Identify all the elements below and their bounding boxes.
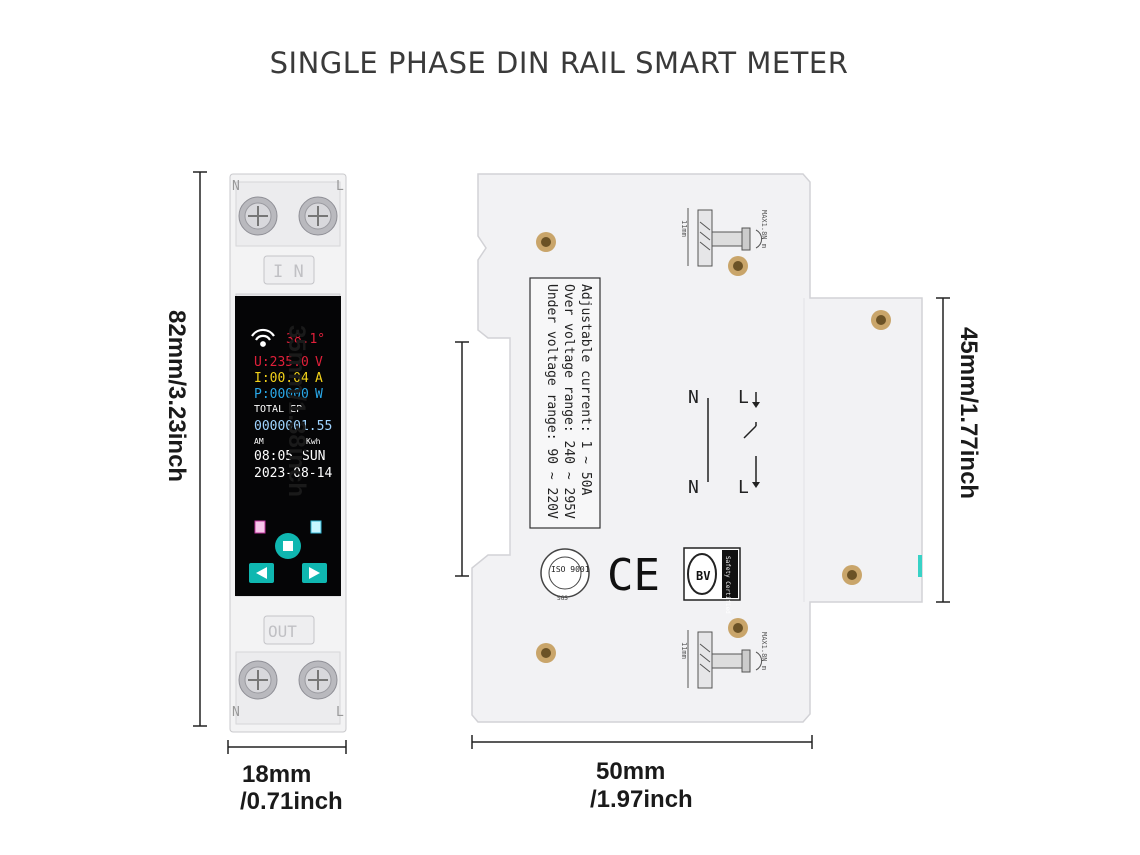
spec-line-1: Adjustable current: 1 ~ 50A [578,284,593,495]
brass-screw-1 [536,232,556,252]
schematic-n-top: N [688,387,699,408]
circuit-schematic: N L N L [688,387,760,498]
current-unit: A [315,371,323,386]
left-arrow-button [249,563,274,583]
terminal-screw-top-left [238,196,278,236]
time-readout: 08:05 [254,449,293,464]
iso-text: ISO 9001 [551,565,590,574]
terminal-n-bottom-label: N [232,705,240,720]
brass-screw-2 [728,256,748,276]
right-arrow-button [302,563,327,583]
brass-screw-6 [536,643,556,663]
side-right-dimension-label: 45mm/1.77inch [955,327,982,500]
wifi-icon [251,328,275,347]
terminal-l-bottom-label: L [336,705,344,720]
voltage-unit: V [315,355,323,370]
spec-text: Adjustable current: 1 ~ 50A Over voltage… [544,284,593,519]
brass-screw-5 [728,618,748,638]
spec-line-3: Under voltage range: 90 ~ 220V [544,284,559,519]
energy-readout: 0000001.55 [254,419,332,434]
meter-front-view: N L I N 38.1° U:235.0 V I:00.04 A P:0000… [193,171,347,733]
out-label: OUT [268,622,297,641]
side-left-dimension-label: 35mm/1.38inch [283,325,310,498]
power-readout: P:00000 [254,387,309,402]
terminal-l-top-label: L [336,179,344,194]
meter-side-view: 11mm MAX1.8N m 11mm MAX1.8N m Adjustable… [455,173,950,723]
side-width-mm-label: 50mm [596,758,666,785]
am-label: AM [254,437,264,446]
terminal-n-top-label: N [232,179,240,194]
height-dimension-label: 82mm/3.23inch [163,310,190,483]
schematic-l-bottom: L [738,477,749,498]
terminal-screw-bottom-right [298,660,338,700]
led-indicator-left [254,520,266,534]
bv-text: BV [696,569,710,583]
schematic-n-bottom: N [688,477,699,498]
front-width-mm-label: 18mm [242,761,312,788]
schematic-l-top: L [738,387,749,408]
center-square-button [275,533,301,559]
torque-top: MAX1.8N m [760,210,768,248]
torque-bottom: MAX1.8N m [760,632,768,670]
strip-length-bottom: 11mm [680,642,688,659]
ce-mark: CE [607,550,660,601]
kwh-label: Kwh [306,437,321,446]
current-readout: I:00.04 [254,371,309,386]
day-readout: SUN [302,449,325,464]
side-width-dimension-line [471,735,813,749]
wiring-diagram-bottom [687,630,763,689]
voltage-readout: U:235.0 [254,355,309,370]
brass-screw-3 [871,310,891,330]
in-label: I N [273,262,304,282]
total-ep-label: TOTAL EP [254,404,302,415]
page-title: SINGLE PHASE DIN RAIL SMART METER [269,46,849,80]
date-readout: 2023-08-14 [254,466,332,481]
led-indicator-right [310,520,322,534]
bv-certification-mark: BV Safety Certified [683,547,741,614]
width-dimension-line [227,740,347,754]
strip-length-top: 11mm [680,220,688,237]
spec-label-box [529,277,601,529]
brass-screw-4 [842,565,862,585]
wiring-diagram-top [687,208,763,267]
bv-caption: Safety Certified [724,556,731,614]
sgs-text: SGS [557,595,568,602]
front-width-inch-label: /0.71inch [240,788,343,815]
spec-line-2: Over voltage range: 240 ~ 295V [561,284,576,519]
side-width-inch-label: /1.97inch [590,786,693,813]
terminal-screw-top-right [298,196,338,236]
temperature-readout: 38.1° [286,332,325,347]
terminal-screw-bottom-left [238,660,278,700]
iso-9001-mark: ISO 9001 SGS [540,548,590,602]
power-unit: W [315,387,323,402]
